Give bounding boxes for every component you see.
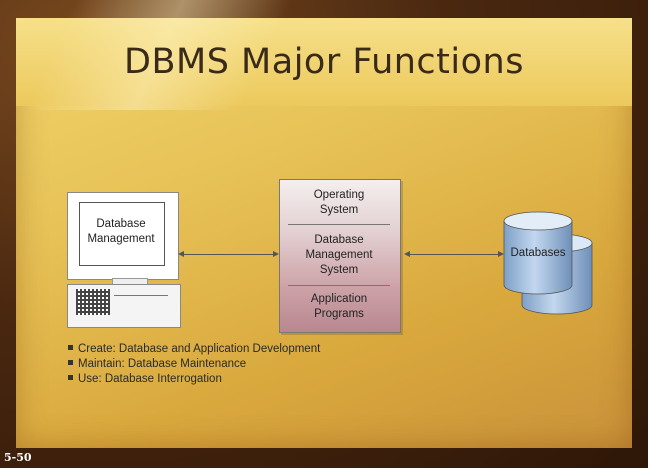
function-legend: Create: Database and Application Develop…	[68, 342, 320, 387]
bullet-icon	[68, 345, 73, 350]
keypad	[76, 289, 110, 315]
legend-item: Use: Database Interrogation	[68, 372, 320, 387]
arrowhead-right	[273, 251, 279, 257]
arrowhead-right	[498, 251, 504, 257]
computer-label: Database Management	[87, 218, 155, 245]
bullet-icon	[68, 360, 73, 365]
slide-number: 5-50	[4, 451, 32, 464]
stack-divider	[288, 285, 390, 286]
connector-stack-databases	[410, 254, 498, 255]
bullet-icon	[68, 375, 73, 380]
stack-layer-apps: Application Programs	[310, 293, 368, 320]
monitor-screen	[79, 202, 165, 266]
keyboard-line	[114, 295, 168, 296]
legend-text: Use: Database Interrogation	[78, 373, 222, 385]
connector-computer-stack	[184, 254, 273, 255]
arrowhead-left	[404, 251, 410, 257]
stack-layer-os: Operating System	[313, 189, 365, 216]
light-streak	[0, 0, 370, 110]
slide-title: DBMS Major Functions	[124, 42, 524, 82]
stack-layer-dbms: Database Management System	[305, 234, 373, 276]
title-band	[16, 18, 632, 106]
legend-text: Create: Database and Application Develop…	[78, 343, 321, 355]
legend-item: Create: Database and Application Develop…	[68, 342, 320, 357]
arrowhead-left	[178, 251, 184, 257]
database-cylinders-icon	[503, 211, 593, 315]
stack-divider	[288, 224, 390, 225]
software-stack	[279, 179, 401, 333]
legend-item: Maintain: Database Maintenance	[68, 357, 320, 372]
legend-text: Maintain: Database Maintenance	[78, 358, 247, 370]
database-label: Databases	[510, 247, 566, 259]
